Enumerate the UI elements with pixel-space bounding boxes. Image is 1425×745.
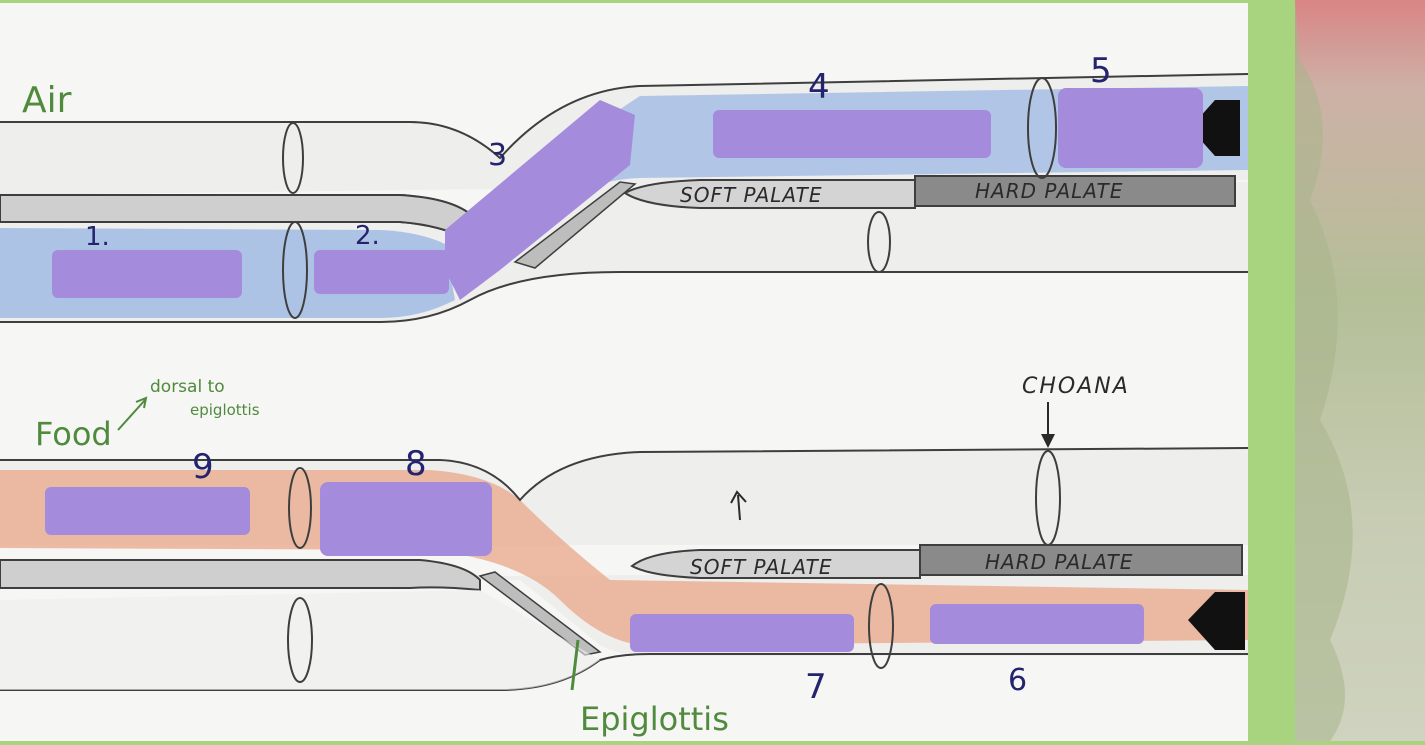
section-ring-bottom-4 bbox=[868, 583, 894, 669]
section-ring-top-2 bbox=[282, 221, 308, 319]
section-ring-top-1 bbox=[282, 122, 304, 194]
choana-pointer-arrow-icon bbox=[1041, 434, 1055, 448]
food-note-line1: dorsal to bbox=[150, 377, 225, 397]
redaction-box-8 bbox=[320, 482, 492, 556]
food-label: Food bbox=[35, 415, 112, 453]
outline-top-a bbox=[0, 73, 1249, 160]
air-flow-upper bbox=[470, 86, 1248, 250]
number-label-5: 5 bbox=[1090, 51, 1112, 91]
air-label: Air bbox=[22, 80, 72, 121]
section-ring-bottom-1 bbox=[288, 467, 312, 549]
epiglottis-label: Epiglottis bbox=[580, 700, 729, 738]
epiglottis-top bbox=[513, 181, 637, 269]
redaction-box-9 bbox=[45, 487, 250, 535]
number-label-6: 6 bbox=[1008, 663, 1027, 698]
number-label-9: 9 bbox=[192, 447, 214, 487]
soft-palate-label-top: SOFT PALATE bbox=[680, 183, 822, 207]
epiglottis-band-bottom bbox=[0, 559, 481, 592]
food-note-arrow-line bbox=[117, 399, 146, 431]
food-flow bbox=[0, 470, 1248, 645]
outline-top-d bbox=[0, 271, 1248, 323]
number-label-1: 1. bbox=[85, 222, 110, 252]
redaction-box-2 bbox=[314, 250, 449, 294]
lower-chamber-bottom bbox=[0, 590, 600, 690]
number-label-7: 7 bbox=[805, 667, 827, 707]
epiglottis-pointer-line bbox=[570, 639, 580, 691]
redaction-box-3 bbox=[445, 100, 635, 300]
food-panel: SOFT PALATE HARD PALATE CHOANA 6 7 8 9 bbox=[0, 374, 1249, 707]
upward-arrow-icon bbox=[730, 490, 747, 504]
epiglottis-bottom bbox=[478, 571, 602, 656]
upward-arrow-line bbox=[737, 494, 741, 521]
redaction-box-1 bbox=[52, 250, 242, 298]
redaction-box-7 bbox=[630, 614, 854, 652]
number-label-8: 8 bbox=[405, 444, 427, 484]
food-note-line2: epiglottis bbox=[190, 401, 260, 419]
redaction-box-6 bbox=[930, 604, 1144, 644]
hard-palate-label-top: HARD PALATE bbox=[975, 179, 1123, 203]
food-direction-arrow-icon bbox=[1188, 592, 1245, 650]
number-label-2: 2. bbox=[355, 221, 380, 251]
hard-palate-bottom bbox=[919, 544, 1243, 576]
food-note-arrow-icon bbox=[135, 396, 148, 409]
section-ring-top-3 bbox=[1027, 77, 1057, 179]
choana-label: CHOANA bbox=[1022, 374, 1130, 399]
outline-bottom-a bbox=[0, 447, 1249, 502]
hard-palate-top bbox=[914, 175, 1236, 207]
hard-palate-label-bottom: HARD PALATE bbox=[985, 550, 1133, 574]
soft-palate-label-bottom: SOFT PALATE bbox=[690, 555, 832, 579]
number-label-3: 3 bbox=[488, 138, 507, 173]
section-ring-bottom-2 bbox=[287, 597, 313, 683]
section-ring-bottom-3 bbox=[1035, 450, 1061, 546]
air-panel: SOFT PALATE HARD PALATE 1. 2. 3 4 5 bbox=[0, 51, 1249, 323]
redaction-box-4 bbox=[713, 110, 991, 158]
tissue-photo-shade bbox=[1295, 0, 1353, 741]
section-ring-top-4 bbox=[867, 211, 891, 273]
redaction-box-5 bbox=[1058, 88, 1203, 168]
number-label-4: 4 bbox=[808, 67, 830, 107]
